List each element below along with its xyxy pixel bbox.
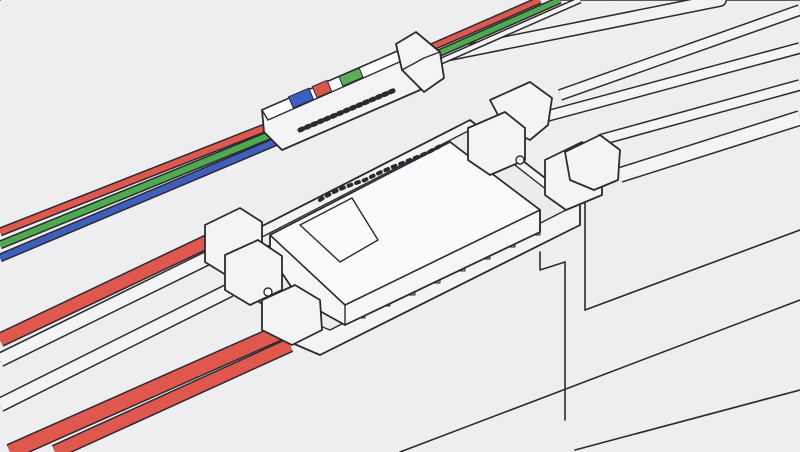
lower-wire-bundle [0, 231, 294, 452]
controller-module [234, 119, 581, 356]
top-wire-bundle [0, 0, 582, 263]
right-terminal-clips [467, 81, 621, 211]
inline-splice-connector [261, 31, 445, 151]
right-cables [598, 79, 800, 183]
left-terminal-clips [204, 207, 323, 346]
